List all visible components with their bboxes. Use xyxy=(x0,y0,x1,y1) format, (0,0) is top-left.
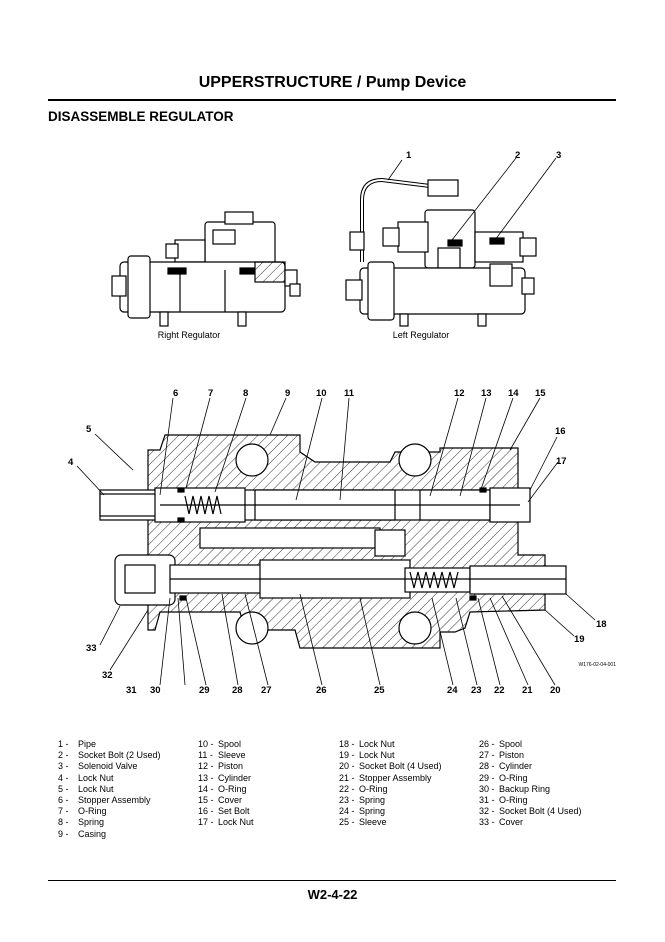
callout-23: 23 xyxy=(471,685,482,696)
legend-item: 27 -Piston xyxy=(479,750,525,761)
callout-31: 31 xyxy=(126,685,137,696)
callout-7: 7 xyxy=(208,388,213,399)
legend-item: 17 -Lock Nut xyxy=(198,817,254,828)
callout-3: 3 xyxy=(556,150,561,161)
legend-item: 29 -O-Ring xyxy=(479,772,528,783)
callout-30: 30 xyxy=(150,685,161,696)
legend-item: 18 -Lock Nut xyxy=(339,739,395,749)
regulator-figure: Right Regulator Left Regulator xyxy=(68,150,616,696)
legend-item: 5 -Lock Nut xyxy=(58,783,114,794)
callout-32: 32 xyxy=(102,670,113,681)
callout-27: 27 xyxy=(261,685,272,696)
legend-item: 6 -Stopper Assembly xyxy=(58,795,151,806)
legend-item: 10 -Spool xyxy=(198,739,242,749)
legend-item: 15 -Cover xyxy=(198,795,243,806)
legend-column-3: 18 -Lock Nut 19 -Lock Nut 20 -Socket Bol… xyxy=(339,739,442,829)
legend-item: 3 -Solenoid Valve xyxy=(58,761,138,772)
callout-16: 16 xyxy=(555,426,566,437)
callout-33: 33 xyxy=(86,643,97,654)
callout-labels: 1 2 3 4 5 6 7 8 9 10 11 12 13 14 15 16 1… xyxy=(68,150,607,696)
section-title: DISASSEMBLE REGULATOR xyxy=(48,109,234,124)
left-regulator-drawing xyxy=(345,177,537,327)
callout-10: 10 xyxy=(316,388,327,399)
legend-item: 31 -O-Ring xyxy=(479,795,528,806)
legend-item: 7 -O-Ring xyxy=(58,806,107,817)
legend-item: 26 -Spool xyxy=(479,739,523,749)
header-rule xyxy=(48,99,616,101)
callout-29: 29 xyxy=(199,685,210,696)
callout-26: 26 xyxy=(316,685,327,696)
legend-item: 9 -Casing xyxy=(58,828,107,839)
legend-item: 13 -Cylinder xyxy=(198,772,252,783)
left-regulator-caption: Left Regulator xyxy=(393,330,450,340)
footer-rule xyxy=(48,880,616,881)
callout-9: 9 xyxy=(285,388,290,399)
legend-item: 2 -Socket Bolt (2 Used) xyxy=(58,750,161,761)
legend-item: 11 -Sleeve xyxy=(198,750,246,761)
callout-8: 8 xyxy=(243,388,248,399)
callout-13: 13 xyxy=(481,388,492,399)
legend-item: 21 -Stopper Assembly xyxy=(339,772,432,783)
legend-item: 1 -Pipe xyxy=(58,739,97,749)
callout-4: 4 xyxy=(68,457,74,468)
callout-18: 18 xyxy=(596,619,607,630)
callout-12: 12 xyxy=(454,388,465,399)
legend-item: 4 -Lock Nut xyxy=(58,772,114,783)
figure-code: W176-02-04-001 xyxy=(578,662,616,668)
callout-17: 17 xyxy=(556,456,567,467)
page-title: UPPERSTRUCTURE / Pump Device xyxy=(198,74,467,91)
legend-item: 32 -Socket Bolt (4 Used) xyxy=(479,806,582,817)
legend-item: 8 -Spring xyxy=(58,817,105,828)
callout-1: 1 xyxy=(406,150,412,161)
legend-item: 33 -Cover xyxy=(479,817,524,828)
legend-item: 14 -O-Ring xyxy=(198,783,247,794)
callout-leaders xyxy=(76,157,596,686)
right-regulator-caption: Right Regulator xyxy=(158,330,221,340)
page-number: W2-4-22 xyxy=(307,887,358,902)
legend-item: 16 -Set Bolt xyxy=(198,806,250,817)
legend-column-2: 10 -Spool 11 -Sleeve 12 -Piston 13 -Cyli… xyxy=(198,739,254,829)
right-regulator-drawing xyxy=(111,211,301,327)
callout-15: 15 xyxy=(535,388,546,399)
callout-21: 21 xyxy=(522,685,533,696)
callout-11: 11 xyxy=(344,388,355,399)
callout-20: 20 xyxy=(550,685,561,696)
legend-column-4: 26 -Spool 27 -Piston 28 -Cylinder 29 -O-… xyxy=(479,739,582,829)
regulator-cross-section xyxy=(99,434,567,649)
callout-22: 22 xyxy=(494,685,505,696)
callout-14: 14 xyxy=(508,388,519,399)
callout-25: 25 xyxy=(374,685,385,696)
callout-6: 6 xyxy=(173,388,178,399)
callout-2: 2 xyxy=(515,150,520,161)
legend-item: 20 -Socket Bolt (4 Used) xyxy=(339,761,442,772)
legend-item: 25 -Sleeve xyxy=(339,817,387,828)
callout-24: 24 xyxy=(447,685,458,696)
legend-item: 19 -Lock Nut xyxy=(339,750,395,761)
callout-5: 5 xyxy=(86,424,92,435)
callout-19: 19 xyxy=(574,634,585,645)
legend-item: 24 -Spring xyxy=(339,806,386,817)
legend-item: 28 -Cylinder xyxy=(479,761,533,772)
legend-column-1: 1 -Pipe 2 -Socket Bolt (2 Used) 3 -Solen… xyxy=(58,739,161,840)
legend-item: 12 -Piston xyxy=(198,761,244,772)
legend-item: 22 -O-Ring xyxy=(339,783,388,794)
callout-28: 28 xyxy=(232,685,243,696)
legend-item: 30 -Backup Ring xyxy=(479,783,551,794)
legend-item: 23 -Spring xyxy=(339,795,386,806)
